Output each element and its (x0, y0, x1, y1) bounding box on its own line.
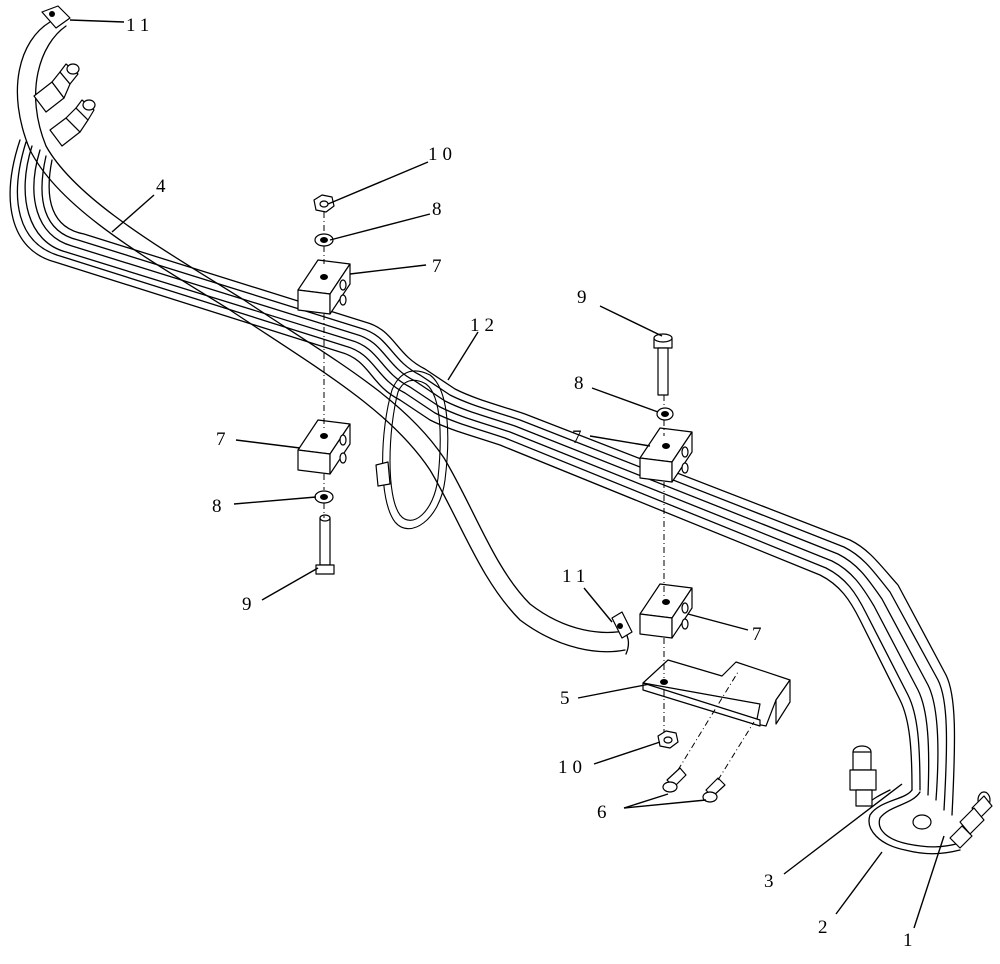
callout-labels: 11 4 10 8 7 12 9 8 7 7 8 9 11 7 5 10 6 3… (126, 15, 918, 951)
fitting-1 (949, 791, 993, 849)
washer-8-left (314, 490, 334, 504)
callout-10-top: 10 (428, 144, 457, 165)
callout-4: 4 (156, 176, 171, 197)
hose-inner-line (34, 25, 629, 634)
callout-7-upper-right: 7 (572, 427, 587, 448)
leader-lines (69, 19, 945, 929)
upper-fittings (33, 5, 96, 147)
callout-9-right: 9 (577, 287, 592, 308)
callout-1: 1 (903, 930, 918, 951)
hose-clamp-11-mid (611, 611, 633, 639)
washer-8-right (656, 407, 674, 421)
callout-8-left: 8 (212, 496, 227, 517)
hose-outer-line (16, 21, 626, 653)
callout-7-lower-left: 7 (216, 429, 231, 450)
bolts-6 (662, 767, 726, 803)
tube-2-lower-bend-inner (878, 791, 961, 848)
tube-2-lower-bend (868, 789, 961, 855)
rigid-tube-2 (24, 145, 930, 796)
lower-fittings (849, 745, 993, 849)
callout-8-top: 8 (432, 199, 447, 220)
rigid-tube-bundle (9, 139, 956, 816)
clamp-block-upper-left (297, 259, 351, 315)
fitting-3 (849, 745, 877, 807)
clamp-block-upper-right (639, 427, 693, 483)
rigid-tube-3-inner (16, 141, 921, 791)
callout-8-right: 8 (574, 373, 589, 394)
clamp-block-lower-right (639, 583, 693, 639)
cable-tie-12 (375, 370, 449, 529)
rigid-tube-2-inner (33, 149, 939, 801)
nut-10-bottom (657, 730, 679, 749)
hose-clamp-11-top (41, 5, 71, 29)
rigid-tube-1 (41, 155, 948, 811)
bolt-9-left (315, 514, 335, 575)
callout-7-lower-right: 7 (752, 624, 767, 645)
bolt-9-right (653, 333, 673, 396)
fitting-upper-1 (33, 63, 80, 113)
clamp-block-lower-left (297, 419, 351, 475)
tie-head (375, 461, 391, 487)
assembly-center-lines (323, 212, 755, 781)
rigid-tube-3 (9, 139, 913, 791)
fitting-upper-2 (49, 99, 96, 147)
rigid-tube-1-inner (48, 159, 956, 816)
callout-11-top: 11 (126, 15, 154, 36)
callout-6: 6 (597, 802, 612, 823)
tie-loop-inner (389, 379, 441, 521)
callout-5: 5 (560, 688, 575, 709)
callout-12: 12 (470, 315, 499, 336)
callout-10-bottom: 10 (558, 757, 587, 778)
callout-7-upper-left: 7 (432, 256, 447, 277)
callout-3: 3 (764, 871, 779, 892)
tube-end-ring (912, 814, 932, 830)
bracket-5 (642, 659, 791, 727)
callout-9-left: 9 (242, 594, 257, 615)
callout-2: 2 (818, 917, 833, 938)
callout-11-mid: 11 (562, 566, 590, 587)
nut-10-top (313, 194, 335, 213)
